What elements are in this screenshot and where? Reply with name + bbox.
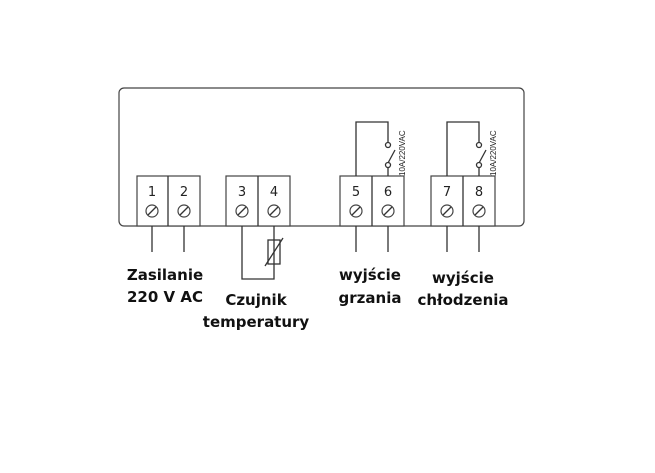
- heating-relay-circuit: [355, 121, 396, 252]
- terminal-number-2: 2: [180, 185, 188, 200]
- heating-label-line2: grzania: [339, 289, 402, 307]
- terminal-block-heating: [339, 175, 405, 227]
- terminal-number-4: 4: [270, 185, 278, 200]
- relay-contact-icon: [387, 149, 396, 164]
- terminal-number-1: 1: [148, 185, 156, 200]
- terminal-number-5: 5: [352, 185, 360, 200]
- terminal-block-cooling: [430, 175, 496, 227]
- terminal-block-sensor: [225, 175, 291, 227]
- screw-icon: [267, 204, 281, 218]
- heating-label-line1: wyjście: [339, 266, 401, 284]
- cooling-label-line1: wyjście: [432, 269, 494, 287]
- screw-icon: [440, 204, 454, 218]
- controller-housing: [118, 87, 525, 227]
- screw-icon: [177, 204, 191, 218]
- terminal-number-8: 8: [475, 185, 483, 200]
- terminal-number-7: 7: [443, 185, 451, 200]
- screw-icon: [235, 204, 249, 218]
- temperature-sensor-circuit: [241, 226, 284, 280]
- sensor-label-line1: Czujnik: [225, 291, 287, 309]
- heating-relay-rating: 10A/220VAC: [398, 130, 407, 176]
- screw-icon: [145, 204, 159, 218]
- terminal-number-3: 3: [238, 185, 246, 200]
- cooling-label-line2: chłodzenia: [417, 291, 508, 309]
- relay-contact-icon: [478, 149, 487, 164]
- cooling-relay-rating: 10A/220VAC: [489, 130, 498, 176]
- terminal-block-power: [136, 175, 201, 227]
- terminal-number-6: 6: [384, 185, 392, 200]
- thermistor-icon: [267, 239, 281, 265]
- screw-icon: [381, 204, 395, 218]
- power-label-line1: Zasilanie: [127, 266, 203, 284]
- sensor-label-line2: temperatury: [203, 313, 310, 331]
- screw-icon: [349, 204, 363, 218]
- screw-icon: [472, 204, 486, 218]
- power-label-line2: 220 V AC: [127, 288, 203, 306]
- cooling-relay-circuit: [446, 121, 487, 252]
- power-leads: [151, 226, 185, 252]
